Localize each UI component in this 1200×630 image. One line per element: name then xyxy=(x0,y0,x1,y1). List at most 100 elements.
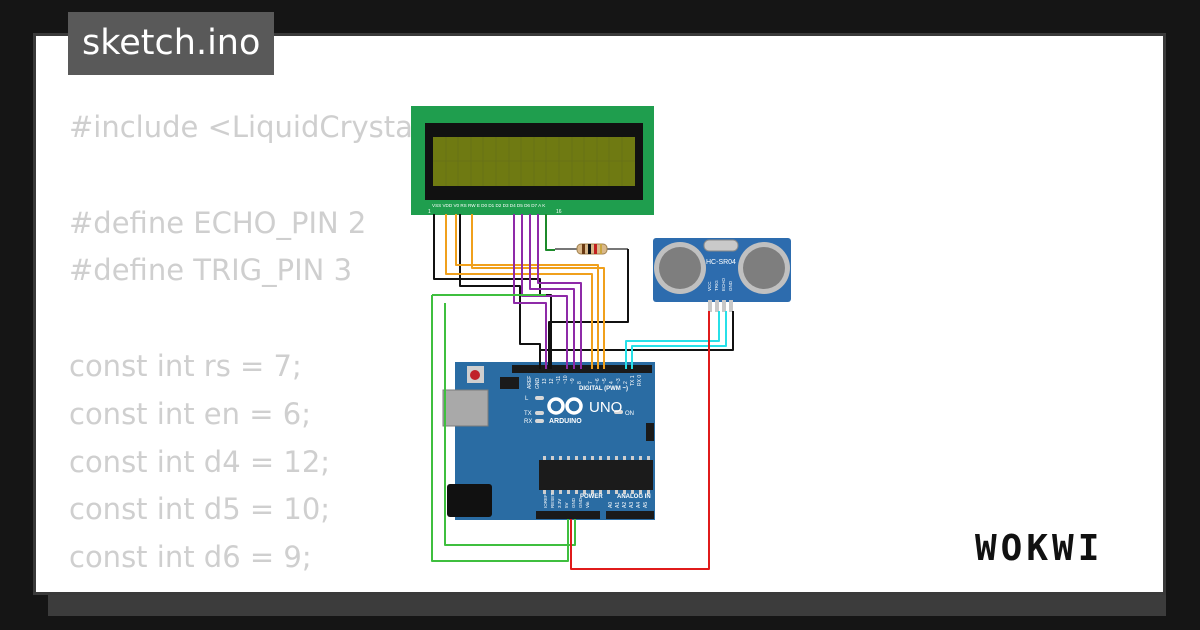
sensor-model: HC-SR04 xyxy=(706,259,736,266)
resistor-body xyxy=(576,243,608,255)
lcd-pin-last: 16 xyxy=(556,209,562,215)
analog-pin-a3: A3 xyxy=(629,502,635,508)
wires[interactable] xyxy=(431,214,734,570)
power-pin-gnd-2: GND xyxy=(578,497,583,508)
icsp-header-right xyxy=(646,423,654,441)
led-rx xyxy=(535,419,544,423)
power-jack xyxy=(447,484,492,517)
sensor-pin-header xyxy=(708,300,733,312)
led-rx-label: RX xyxy=(524,419,532,425)
sensor-pin-vcc: VCC xyxy=(707,281,712,291)
wire-echo[interactable] xyxy=(631,311,727,369)
wire-trig[interactable] xyxy=(625,311,720,369)
led-on xyxy=(614,410,623,414)
chip-pins xyxy=(543,456,650,494)
lcd-pin-labels: VSS VDD V0 RS RW E D0 D1 D2 D3 D4 D5 D6 … xyxy=(432,203,546,208)
on-label: ON xyxy=(625,411,634,417)
wire-lcd-k-gnd[interactable] xyxy=(548,249,629,369)
digital-header-label: DIGITAL (PWM ~) xyxy=(579,386,628,392)
ultrasonic-sensor[interactable]: HC-SR04 VCC TRIG ECHO GND xyxy=(653,238,791,312)
pin-label-10: ~10 xyxy=(563,375,569,384)
wire-sensor-gnd[interactable] xyxy=(539,311,734,369)
sensor-pin-echo: ECHO xyxy=(721,277,726,291)
analog-pin-a2: A2 xyxy=(622,502,628,508)
wire-lcd-vdd[interactable] xyxy=(445,214,593,369)
pin-label-6: ~6 xyxy=(595,378,601,384)
analog-header-label: ANALOG IN xyxy=(617,494,651,500)
pin-label-9: ~9 xyxy=(570,378,576,384)
usb-port xyxy=(442,389,489,427)
resistor-band-4 xyxy=(600,244,602,254)
transmitter-icon xyxy=(659,247,701,289)
arduino-infinity-logo-icon xyxy=(547,397,583,415)
led-l xyxy=(535,396,544,400)
model-label: UNO xyxy=(589,399,622,416)
analog-pin-a5: A5 xyxy=(643,502,649,508)
code-line: const int d5 = 10; xyxy=(69,492,331,527)
reset-button[interactable] xyxy=(470,370,480,380)
wokwi-logo[interactable]: WOKWI xyxy=(975,528,1104,569)
brand-label: ARDUINO xyxy=(549,418,582,425)
code-line: const int d4 = 12; xyxy=(69,444,331,479)
wire-lcd-a-resistor[interactable] xyxy=(545,214,555,251)
sensor-pin-gnd: GND xyxy=(728,280,733,291)
analog-pin-a1: A1 xyxy=(615,502,621,508)
code-line: const int d7 = 8; xyxy=(69,582,473,592)
wire-lcd-d6[interactable] xyxy=(529,214,575,369)
analog-pin-a0: A0 xyxy=(608,502,614,508)
pin-label-8: 8 xyxy=(577,381,583,384)
wire-lcd-d7[interactable] xyxy=(537,214,582,369)
pin-label-11: ~11 xyxy=(556,376,562,384)
wire-vss-gnd[interactable] xyxy=(433,214,552,369)
led-l-label: L xyxy=(525,396,529,402)
wire-sensor-vcc[interactable] xyxy=(570,311,710,570)
power-pin-reset: RESET xyxy=(550,493,555,508)
filename-tab[interactable]: sketch.ino xyxy=(68,12,275,75)
lcd-display[interactable]: VSS VDD V0 RS RW E D0 D1 D2 D3 D4 D5 D6 … xyxy=(411,106,654,215)
pin-label-tx: TX 1 xyxy=(630,375,636,386)
pin-label-7: 7 xyxy=(588,381,594,384)
lcd-pin-first: 1 xyxy=(428,209,431,215)
gnd-label: GND xyxy=(535,378,541,390)
lcd-char-grid xyxy=(433,137,635,186)
pin-label-rx: RX 0 xyxy=(637,375,643,386)
analog-pin-a4: A4 xyxy=(636,502,642,508)
power-pin-5v: 5V xyxy=(564,502,569,508)
wire-lcd-rs[interactable] xyxy=(455,214,599,369)
power-pin-3v3: 3.3V xyxy=(557,499,562,508)
power-pin-header[interactable] xyxy=(536,511,600,519)
resistor[interactable] xyxy=(555,243,628,255)
icsp-header xyxy=(500,377,519,389)
sensor-pin-trig: TRIG xyxy=(714,280,719,291)
pin-label-5: ~5 xyxy=(602,378,608,384)
analog-pin-header[interactable] xyxy=(606,511,654,519)
resistor-band-2 xyxy=(588,244,591,254)
wire-green-lcd-v[interactable] xyxy=(444,303,576,546)
wire-lcd-d4[interactable] xyxy=(513,214,547,369)
atmega-chip xyxy=(539,460,653,490)
pin-label-13: 13 xyxy=(542,378,548,384)
receiver-icon xyxy=(743,247,785,289)
code-line: #define TRIG_PIN 3 xyxy=(69,253,353,288)
wire-green-5v[interactable] xyxy=(431,295,569,562)
sensor-crystal xyxy=(703,239,739,252)
code-line: const int en = 6; xyxy=(69,396,311,431)
code-line: const int d6 = 9; xyxy=(69,540,312,575)
pin-label-3: ~3 xyxy=(616,378,622,384)
code-line: const int rs = 7; xyxy=(69,348,302,383)
resistor-band-1 xyxy=(582,244,585,254)
power-header-label: POWER xyxy=(580,494,603,500)
arduino-uno[interactable]: AREF GND 13 12 ~11 ~10 ~9 8 7 ~6 ~5 4 ~3… xyxy=(442,362,655,520)
code-line: #define ECHO_PIN 2 xyxy=(69,205,367,240)
pin-label-12: 12 xyxy=(549,378,555,384)
pin-label-4: 4 xyxy=(609,381,615,384)
aref-label: AREF xyxy=(527,376,533,389)
power-pin-gnd-1: GND xyxy=(571,497,576,508)
pin-label-2: 2 xyxy=(623,381,629,384)
power-pin-ioref: IOREF xyxy=(543,494,548,508)
wire-lcd-d5[interactable] xyxy=(521,214,568,369)
resistor-band-3 xyxy=(594,244,597,254)
power-pin-vin: Vin xyxy=(585,501,590,508)
led-tx xyxy=(535,411,544,415)
